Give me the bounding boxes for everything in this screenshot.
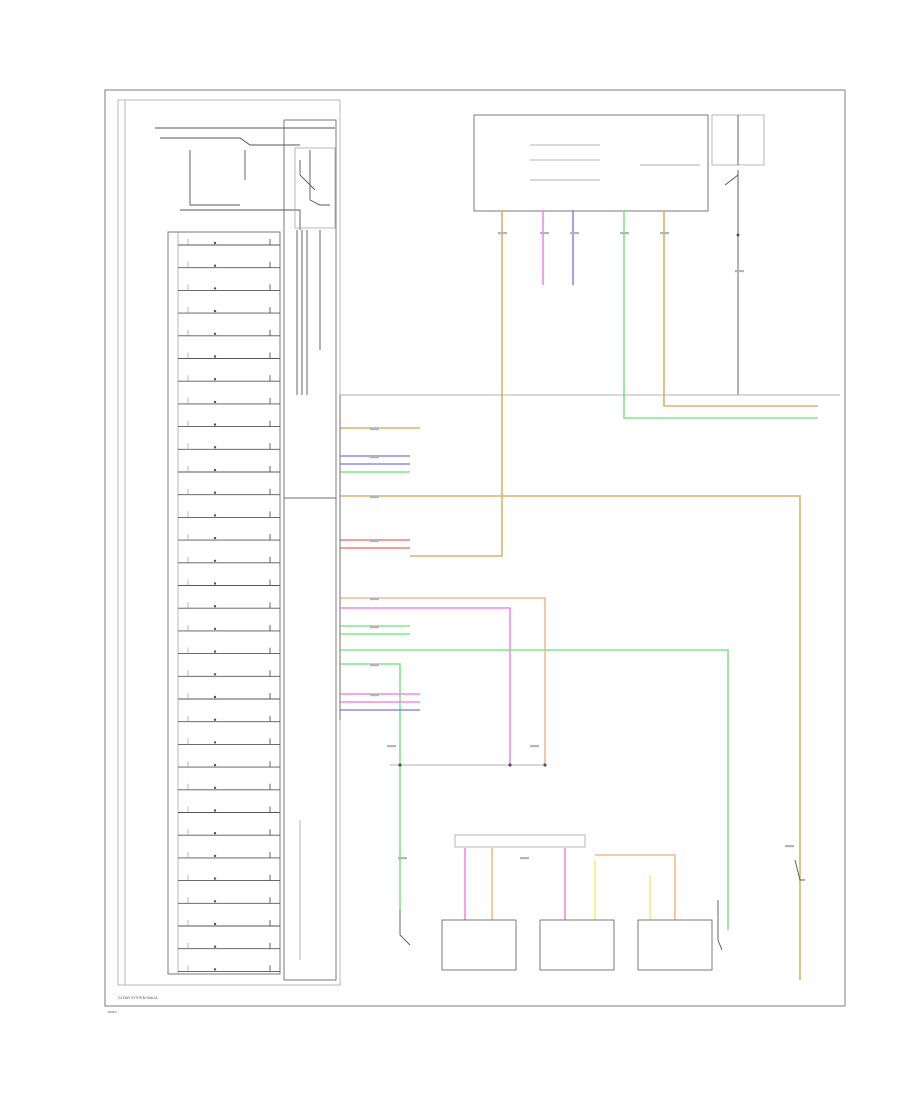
diagram-frame [104,89,846,1007]
switch-row-contact [213,605,217,608]
switch-row-contact [213,491,217,494]
main-bus [339,394,840,720]
wire-tag [370,540,379,543]
wire-tag [660,232,669,235]
switch-row-contact [213,922,217,926]
wire-tag [530,745,539,748]
switch-row-contact [213,446,217,449]
footer-label: CLEAR SYSTEM MALIA [118,996,158,1000]
switch-row-contact [213,332,217,335]
wire-tag [498,232,507,235]
switch-row-contact [213,809,217,812]
corner-label: Isuzu [108,1010,117,1014]
colored-wires [340,210,818,980]
wire-tag [370,626,379,629]
wire-tan-d [340,495,801,980]
wire-tag [387,745,396,748]
switch-row-contact [213,968,217,971]
left-module-panel [117,99,341,986]
switch-row-contact [213,559,217,562]
wire-tag [520,857,529,860]
bottom-components [390,763,805,971]
switch-row-contact [213,854,217,858]
switch-row-contact [213,877,217,880]
wire-tag [370,496,379,499]
top-switch-cluster [155,127,336,230]
wire-orange-c [595,854,676,920]
switch-row-contact [213,673,217,676]
switch-row-contact [213,900,217,903]
wire-tag [620,232,629,235]
switch-row-contact [213,786,217,789]
switch-row-contact [213,355,217,358]
switch-row-contact [213,378,217,381]
switch-row-contact [213,582,217,585]
wire-tag [540,232,549,235]
switch-row-contact [213,536,217,540]
left-module-vertical-wires [296,230,321,960]
wire-tag [370,598,379,601]
switch-row-contact [213,468,217,472]
top-control-unit [473,114,709,212]
switch-row-contact [213,241,217,245]
left-switch-rows [178,239,280,972]
wire-tag [735,270,744,273]
switch-row-contact [213,514,217,517]
wire-green-f [340,663,401,910]
switch-row-contact [213,627,217,631]
wire-pink-b [340,607,511,765]
wire-tag [570,232,579,235]
wire-tag [785,845,794,848]
wire-tag [370,456,379,459]
top-right-relay [711,114,765,395]
wire-tag [398,857,407,860]
wire-tag [370,664,379,667]
wire-orange-a [340,597,546,765]
switch-row-contact [213,264,217,267]
switch-row-contact [213,718,217,721]
wire-green-a [623,210,818,419]
wire-tag [370,694,379,697]
switch-row-contact [213,287,217,290]
switch-row-contact [213,423,217,426]
switch-row-contact [213,741,217,744]
switch-row-contact [213,763,217,767]
switch-row-contact [213,309,217,313]
switch-row-contact [213,945,217,948]
wire-tag [370,428,379,431]
wire-green-e [340,649,729,930]
wire-tan-e [410,395,503,557]
switch-row-contact [213,650,217,653]
switch-row-contact [213,832,217,835]
wire-tan-b [663,210,818,407]
switch-row-contact [213,695,217,699]
switch-row-contact [213,400,217,404]
